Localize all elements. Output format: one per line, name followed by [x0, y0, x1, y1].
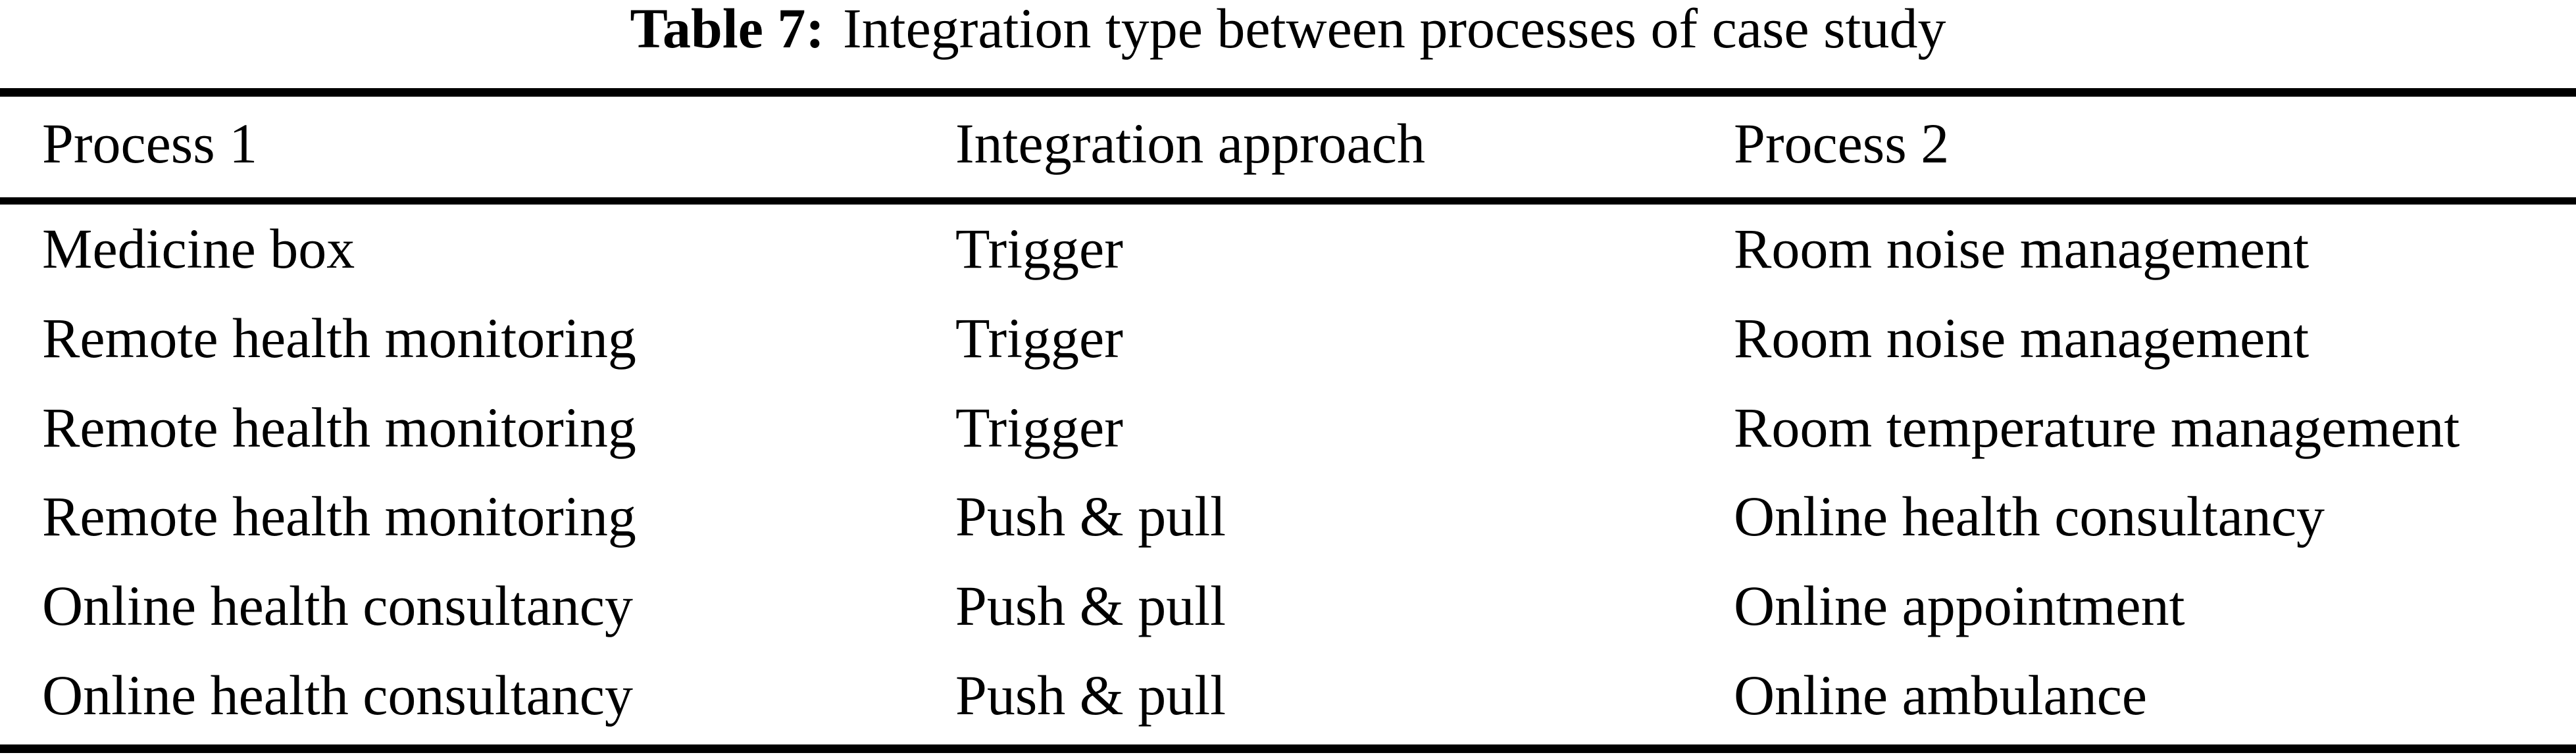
column-header-integration-approach: Integration approach: [955, 112, 1425, 175]
bottom-rule: [0, 744, 2576, 753]
cell-process-1: Remote health monitoring: [42, 485, 636, 548]
column-header-process-2: Process 2: [1734, 112, 1950, 175]
table-header-row: Process 1 Integration approach Process 2: [0, 93, 2576, 195]
table-number-label: Table 7:: [630, 0, 825, 60]
column-header-process-1: Process 1: [42, 112, 258, 175]
cell-integration-approach: Push & pull: [955, 485, 1226, 548]
table-body: Medicine box Trigger Room noise manageme…: [0, 205, 2534, 741]
cell-process-2: Online ambulance: [1734, 663, 2148, 727]
cell-process-2: Room noise management: [1734, 306, 2310, 370]
cell-process-1: Online health consultancy: [42, 574, 633, 638]
table-row: Online health consultancy Push & pull On…: [0, 651, 2534, 741]
table-title-text: Integration type between processes of ca…: [843, 0, 1946, 60]
cell-process-2: Online appointment: [1734, 574, 2185, 638]
table-row: Remote health monitoring Trigger Room no…: [0, 294, 2534, 383]
table-row: Online health consultancy Push & pull On…: [0, 562, 2534, 651]
cell-process-1: Medicine box: [42, 217, 355, 280]
table-row: Medicine box Trigger Room noise manageme…: [0, 205, 2534, 294]
table-row: Remote health monitoring Trigger Room te…: [0, 383, 2534, 473]
cell-integration-approach: Trigger: [955, 306, 1123, 370]
cell-process-1: Online health consultancy: [42, 663, 633, 727]
cell-process-2: Online health consultancy: [1734, 485, 2325, 548]
cell-integration-approach: Push & pull: [955, 574, 1226, 638]
cell-process-2: Room noise management: [1734, 217, 2310, 280]
table-row: Remote health monitoring Push & pull Onl…: [0, 472, 2534, 562]
top-rule: [0, 88, 2576, 97]
cell-process-1: Remote health monitoring: [42, 306, 636, 370]
cell-process-1: Remote health monitoring: [42, 395, 636, 459]
header-rule: [0, 197, 2576, 205]
cell-integration-approach: Trigger: [955, 395, 1123, 459]
cell-integration-approach: Push & pull: [955, 663, 1226, 727]
cell-integration-approach: Trigger: [955, 217, 1123, 280]
cell-process-2: Room temperature management: [1734, 395, 2460, 459]
table-caption: Table 7: Integration type between process…: [0, 0, 2576, 57]
